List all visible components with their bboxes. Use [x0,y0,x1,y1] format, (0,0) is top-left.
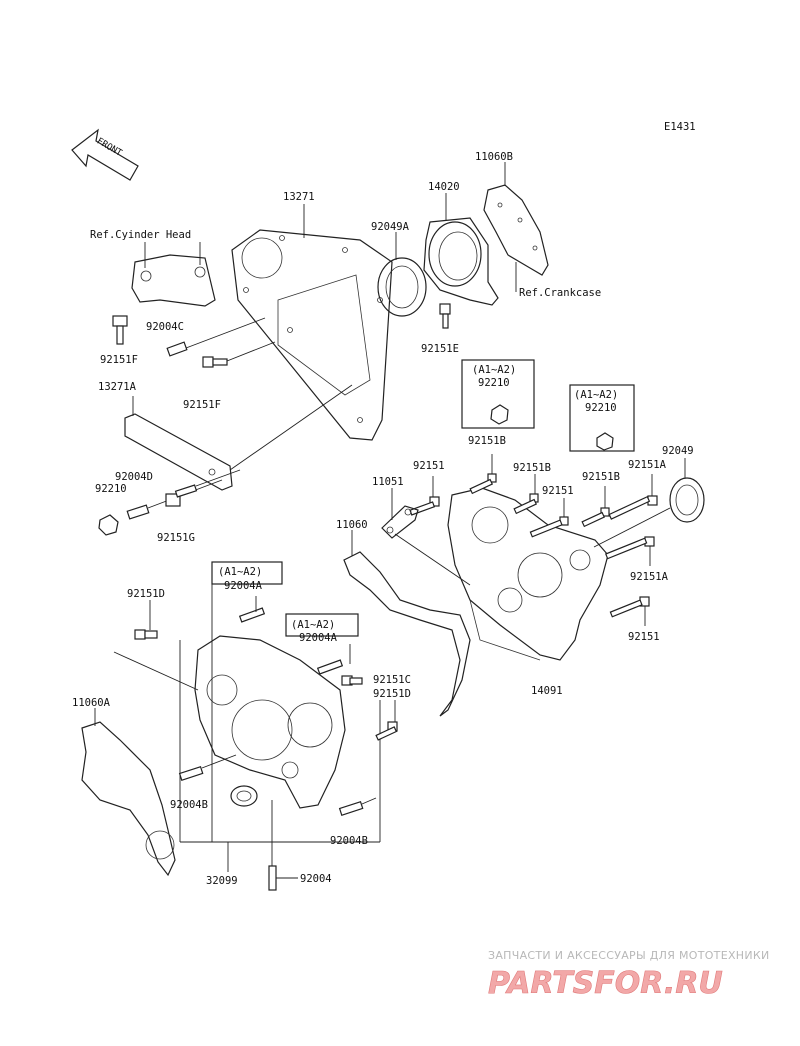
label-a1a2-4: (A1~A2) [291,619,335,631]
label-92151-c: 92151 [628,631,660,643]
seal-housing-14020 [423,217,499,306]
label-a1a2-3: (A1~A2) [218,566,262,578]
label-92151B-c: 92151B [582,471,620,483]
gasket-11060B [483,184,549,276]
seal-92049A [377,257,427,317]
label-14091: 14091 [531,685,563,697]
label-14020: 14020 [428,181,460,193]
label-11060: 11060 [336,519,368,531]
label-92004A-a: 92004A [224,580,263,592]
stud-92004B-a [178,765,204,781]
label-92004B-b: 92004B [330,835,368,847]
bolt-92151F-a [112,315,128,345]
stud-92004C [166,341,188,357]
label-11060A: 11060A [72,697,111,709]
seal-92049 [669,477,705,523]
label-92151F-a: 92151F [100,354,138,366]
label-11060B: 11060B [475,151,513,163]
label-92151A-a: 92151A [628,459,667,471]
gasket-plate-13271 [231,229,393,441]
watermark-logo: PARTSFOR.RU [488,966,723,1001]
label-ref-cylinder-head: Ref.Cyinder Head [90,229,191,241]
watermark-tagline: ЗАПЧАСТИ И АКСЕССУАРЫ ДЛЯ МОТОТЕХНИКИ [488,949,770,962]
label-92210-a: 92210 [95,483,127,495]
nut-92210-a [98,514,119,536]
label-32099: 32099 [206,875,238,887]
label-92151B-b: 92151B [513,462,551,474]
label-92151F-b: 92151F [183,399,221,411]
bolt-92151A-b [604,536,655,560]
bolt-92151-b [529,516,569,538]
callout-box-92210-b [461,359,535,429]
bolt-92151D-b [375,721,398,741]
label-92004B-a: 92004B [170,799,208,811]
callout-box-92004A-a [211,561,283,585]
label-92151G: 92151G [157,532,195,544]
label-92004: 92004 [300,873,332,885]
bolt-92151D-a [134,629,158,640]
bolt-92151B-b [513,493,539,515]
stud-92004D [126,504,150,520]
label-92151D-a: 92151D [127,588,165,600]
callout-box-92004A-b [285,613,359,637]
label-11051: 11051 [372,476,404,488]
label-92151E: 92151E [421,343,459,355]
cover-14091 [447,487,609,661]
stud-92004 [268,865,277,891]
gasket-11060A [81,721,176,877]
stud-92004B-b [338,800,364,816]
label-92210-c: 92210 [585,402,617,414]
bolt-92151B-a [469,473,497,495]
label-92151A-b: 92151A [630,571,669,583]
label-92004D: 92004D [115,471,153,483]
label-92151-b: 92151 [542,485,574,497]
label-a1a2-1: (A1~A2) [472,364,516,376]
label-92049: 92049 [662,445,694,457]
bracket-11051 [381,505,419,539]
bolt-92151F-b [202,356,228,368]
label-92151D-b: 92151D [373,688,411,700]
seal-32099 [230,785,258,807]
callout-box-92210-c [569,384,635,452]
bolt-92151A-a [608,495,658,520]
bolt-92151-a [409,496,440,516]
label-92049A: 92049A [371,221,410,233]
label-92151C: 92151C [373,674,411,686]
bolt-92151B-c [581,507,610,528]
label-92004C: 92004C [146,321,184,333]
bolt-92151E [439,303,451,329]
bolt-92151-c [609,596,650,618]
label-92210-b: 92210 [478,377,510,389]
label-92004A-b: 92004A [299,632,338,644]
bolt-92151C [341,675,363,686]
front-arrow-icon: FRONT [71,128,139,181]
label-13271: 13271 [283,191,315,203]
bolt-92151G [165,484,198,507]
gasket-11060 [343,551,471,717]
gasket-strip-13271A [124,413,233,491]
label-ref-crankcase: Ref.Crankcase [519,287,601,299]
stud-92004A-a [238,607,266,623]
stud-92004A-b [316,659,344,675]
label-13271A: 13271A [98,381,137,393]
label-a1a2-2: (A1~A2) [574,389,618,401]
cylinder-head-bracket [131,254,216,307]
label-92151B-a: 92151B [468,435,506,447]
label-92151-a: 92151 [413,460,445,472]
diagram-code: E1431 [664,121,696,133]
cover-32099 [194,635,346,809]
